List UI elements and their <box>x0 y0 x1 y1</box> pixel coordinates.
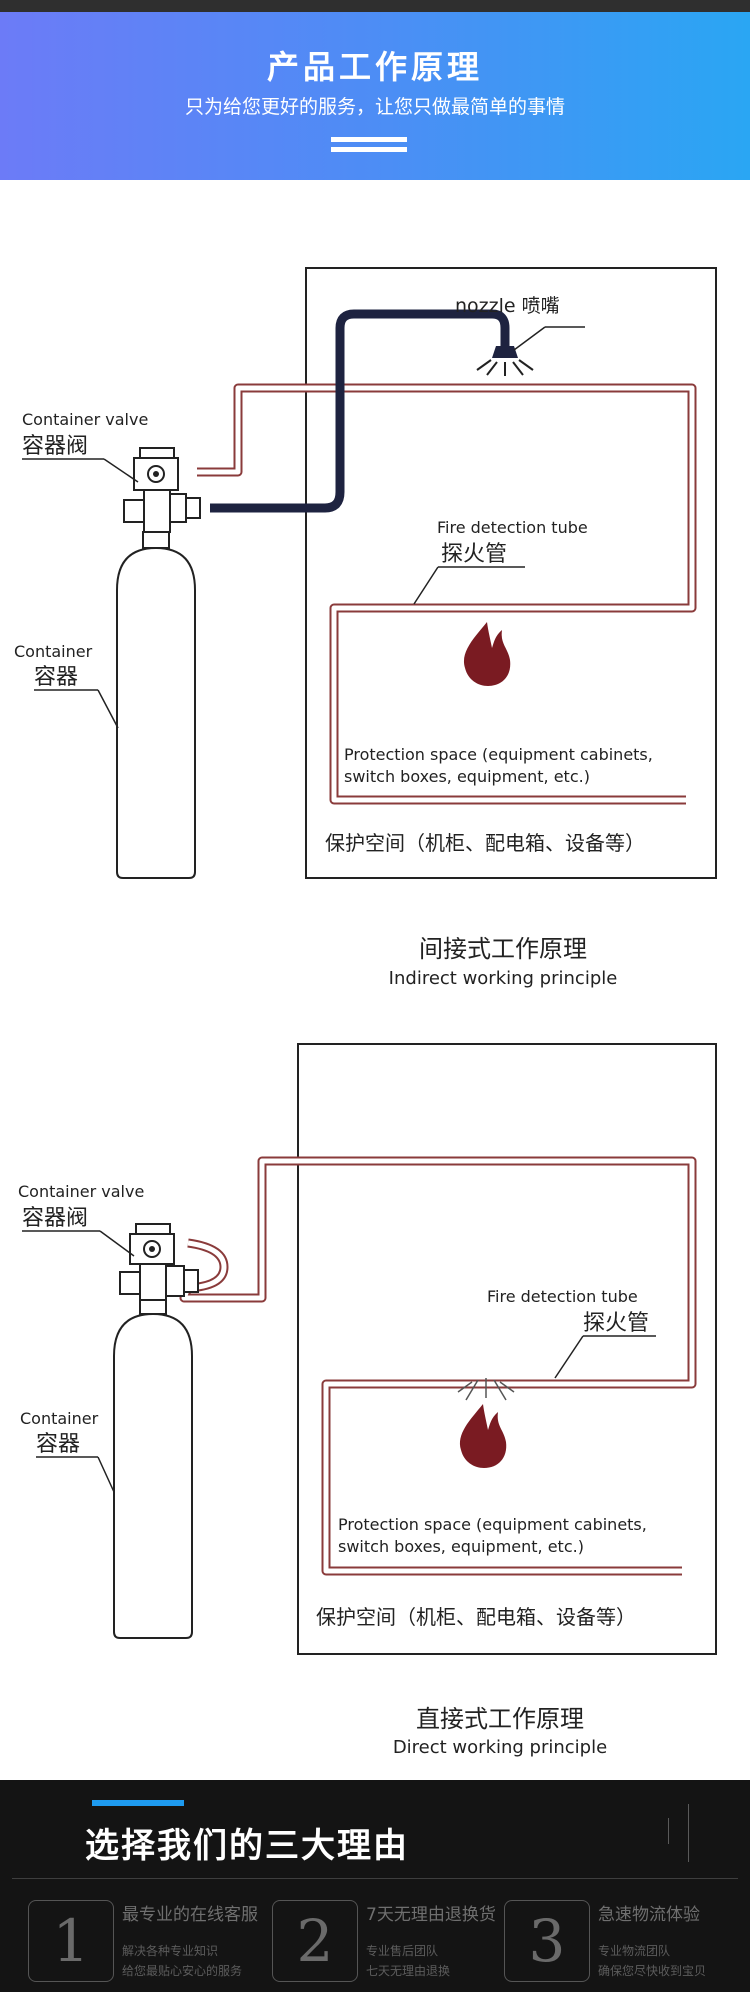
reason-desc-2: 给您最贴心安心的服务 <box>122 1964 243 1978</box>
valve-label-en: Container valve <box>22 410 148 429</box>
valve-label-cn: 容器阀 <box>22 1206 88 1231</box>
reason-desc-2: 确保您尽快收到宝贝 <box>598 1964 707 1978</box>
reason-card-2: 2 7天无理由退换货 专业售后团队 七天无理由退换 <box>272 1892 496 1982</box>
container-valve <box>123 447 201 533</box>
footer-separator <box>12 1878 738 1879</box>
container-label-en: Container <box>20 1409 99 1428</box>
direct-caption-en: Direct working principle <box>393 1737 607 1758</box>
flame-icon <box>459 1404 507 1468</box>
reason-number: 3 <box>528 1907 566 1975</box>
reason-desc-2: 七天无理由退换 <box>366 1964 451 1978</box>
footer-divider-long <box>688 1804 689 1862</box>
space-label-en-1: Protection space (equipment cabinets, <box>338 1515 647 1534</box>
reason-title: 急速物流体验 <box>598 1905 700 1925</box>
nozzle-icon <box>476 346 534 376</box>
reason-desc-1: 解决各种专业知识 <box>122 1944 219 1958</box>
valve-label-en: Container valve <box>18 1182 144 1201</box>
indirect-caption-cn: 间接式工作原理 <box>419 935 587 963</box>
reason-desc-1: 专业物流团队 <box>598 1944 671 1958</box>
container-label-cn: 容器 <box>34 665 78 690</box>
reason-number-box: 1 <box>28 1900 114 1982</box>
container-label-cn: 容器 <box>36 1432 80 1457</box>
nozzle-label: nozzle 喷嘴 <box>455 295 560 317</box>
protection-space-box <box>305 267 717 879</box>
indirect-caption-en: Indirect working principle <box>389 968 618 989</box>
container-cylinder <box>116 531 196 879</box>
reasons-footer: 选择我们的三大理由 1 最专业的在线客服 解决各种专业知识 给您最贴心安心的服务… <box>0 1780 750 1992</box>
reason-number-box: 2 <box>272 1900 358 1982</box>
reason-title: 7天无理由退换货 <box>366 1905 496 1925</box>
space-label-en-2: switch boxes, equipment, etc.) <box>338 1537 584 1556</box>
page-subtitle: 只为给您更好的服务，让您只做最简单的事情 <box>184 96 565 118</box>
tube-label-en: Fire detection tube <box>437 518 588 537</box>
flame-icon <box>463 622 511 686</box>
header-banner: 产品工作原理 只为给您更好的服务，让您只做最简单的事情 <box>0 12 750 180</box>
reason-number: 2 <box>296 1907 334 1975</box>
reason-title: 最专业的在线客服 <box>122 1905 258 1925</box>
space-label-en-1: Protection space (equipment cabinets, <box>344 745 653 764</box>
container-label-en: Container <box>14 642 93 661</box>
indirect-principle-diagram: nozzle 喷嘴 Fire detection tube 探火管 Protec… <box>14 267 717 989</box>
reason-number-box: 3 <box>504 1900 590 1982</box>
valve-label-cn: 容器阀 <box>22 434 88 459</box>
footer-accent-bar <box>92 1800 184 1806</box>
fire-detection-tube <box>197 383 697 805</box>
space-label-en-2: switch boxes, equipment, etc.) <box>344 767 590 786</box>
discharge-hose <box>210 309 510 513</box>
top-strip <box>0 0 750 12</box>
reason-number: 1 <box>52 1907 90 1975</box>
space-label-cn: 保护空间（机柜、配电箱、设备等） <box>325 831 645 855</box>
footer-divider-short <box>668 1818 669 1844</box>
direct-principle-diagram: Fire detection tube 探火管 Protection space… <box>18 1043 717 1758</box>
container-cylinder <box>113 1299 193 1639</box>
protection-space-box <box>297 1043 717 1655</box>
tube-label-en: Fire detection tube <box>487 1287 638 1306</box>
footer-title: 选择我们的三大理由 <box>85 1826 409 1866</box>
page-title: 产品工作原理 <box>266 48 483 86</box>
reason-card-3: 3 急速物流体验 专业物流团队 确保您尽快收到宝贝 <box>504 1892 734 1982</box>
space-label-cn: 保护空间（机柜、配电箱、设备等） <box>316 1605 636 1629</box>
tube-label-cn: 探火管 <box>583 1311 649 1336</box>
reason-card-1: 1 最专业的在线客服 解决各种专业知识 给您最贴心安心的服务 <box>28 1892 258 1982</box>
banner-divider-top <box>331 137 407 142</box>
direct-caption-cn: 直接式工作原理 <box>416 1705 584 1733</box>
reason-desc-1: 专业售后团队 <box>366 1944 439 1958</box>
tube-label-cn: 探火管 <box>441 542 507 567</box>
banner-divider-bottom <box>331 147 407 152</box>
spray-icon <box>457 1378 515 1401</box>
container-valve <box>119 1223 199 1301</box>
